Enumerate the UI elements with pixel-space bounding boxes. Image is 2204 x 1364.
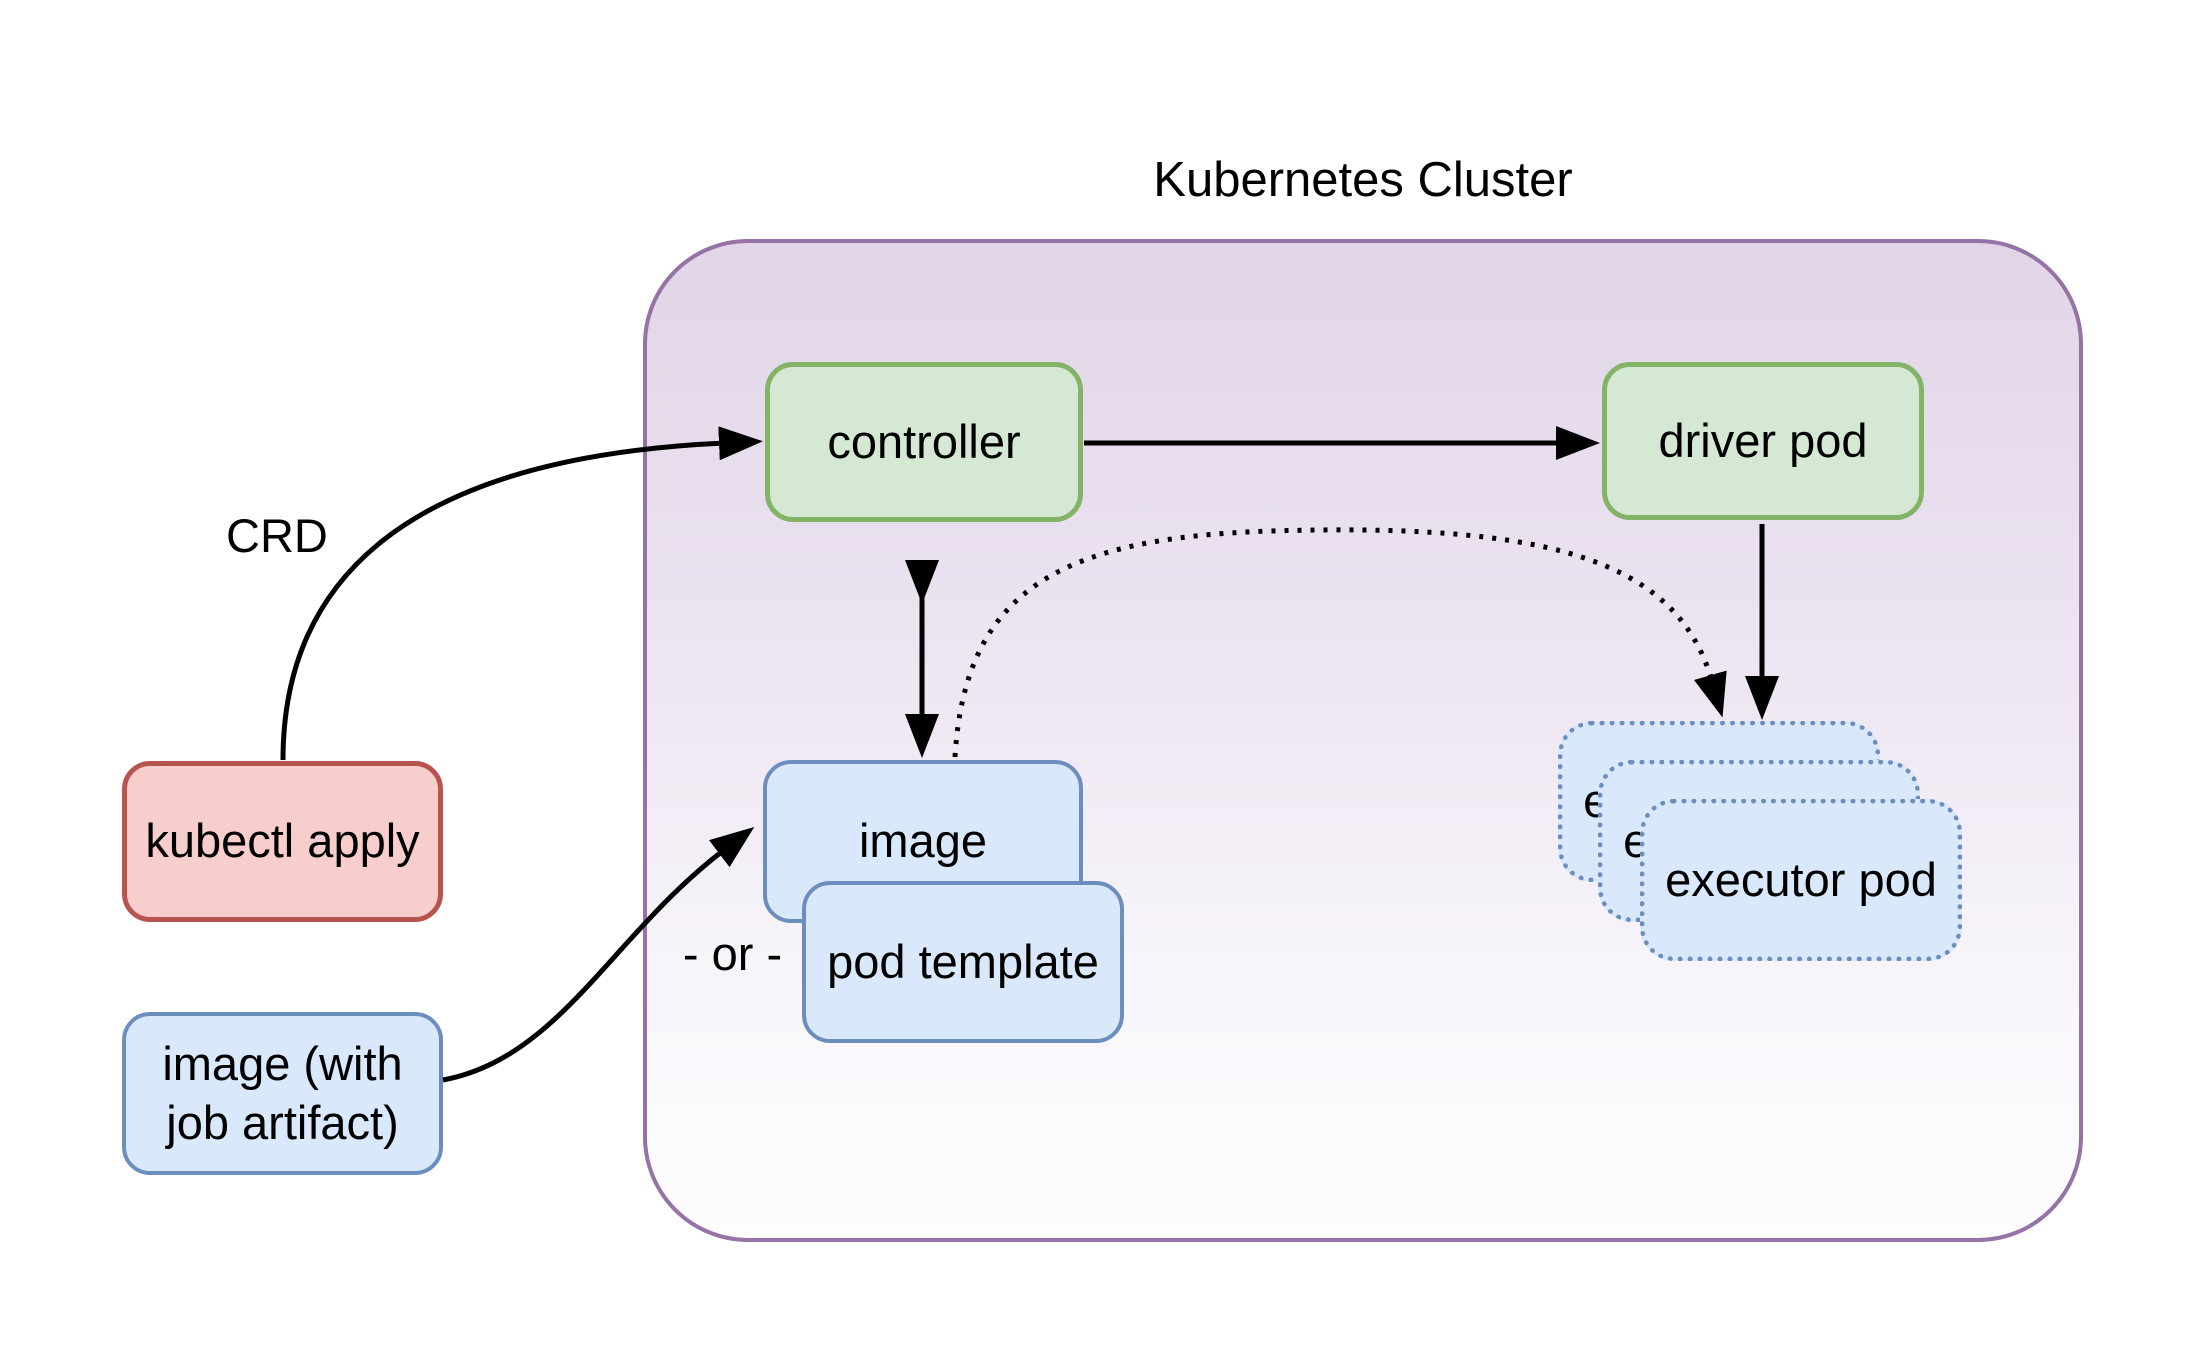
driver-pod-label: driver pod bbox=[1658, 413, 1868, 467]
executor-pod-front-label: executor pod bbox=[1665, 852, 1937, 906]
image-label: image bbox=[858, 814, 987, 868]
node-image-with-job-artifact: image (with job artifact) bbox=[122, 1012, 443, 1175]
image-with-job-artifact-label: image (with job artifact) bbox=[162, 1036, 403, 1149]
kubectl-apply-label: kubectl apply bbox=[145, 814, 420, 868]
or-divider-label: - or - bbox=[682, 927, 783, 980]
crd-edge-label: CRD bbox=[226, 509, 328, 562]
node-executor-pod-front: executor pod bbox=[1640, 799, 1962, 961]
node-driver-pod: driver pod bbox=[1602, 362, 1924, 520]
controller-label: controller bbox=[827, 414, 1021, 468]
node-pod-template: pod template bbox=[802, 881, 1124, 1043]
cluster-title: Kubernetes Cluster bbox=[1153, 153, 1573, 207]
node-controller: controller bbox=[765, 362, 1083, 522]
node-kubectl-apply: kubectl apply bbox=[122, 761, 443, 922]
pod-template-label: pod template bbox=[827, 934, 1099, 988]
